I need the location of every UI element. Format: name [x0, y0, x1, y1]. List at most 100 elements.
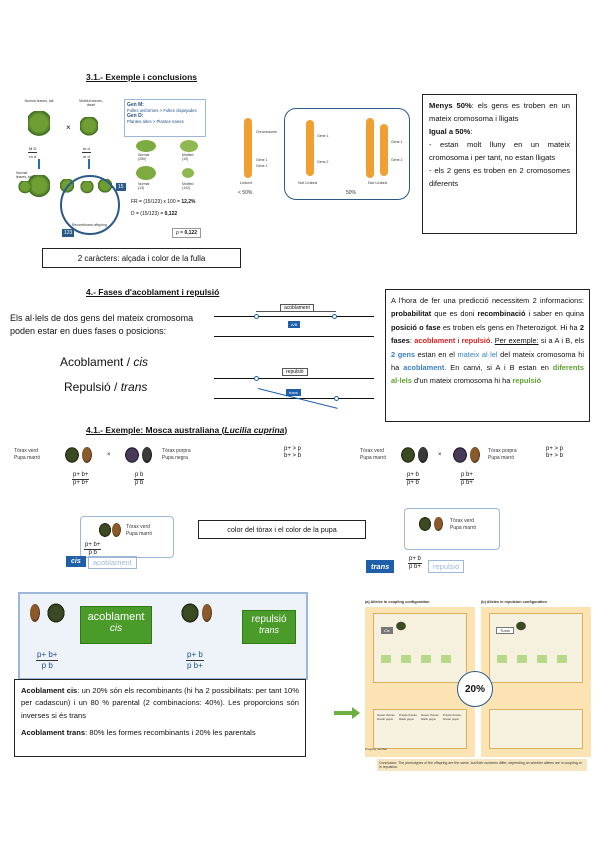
fly-right-child-trait-2: Pupa marró	[450, 525, 477, 531]
phase-diagram: acoblament A/B repulsió trans	[214, 300, 374, 415]
cross-arrow-right	[88, 159, 90, 169]
plant-cross-figure: Normal leaves, tall × Mottled leaves, dw…	[14, 95, 126, 237]
fly-right-trait-3: Tòrax porpra	[488, 448, 517, 454]
fly-right-cross-symbol: ×	[438, 452, 442, 458]
pct-circle: 20%	[457, 671, 493, 707]
summary-pupa-brown-icon	[30, 604, 40, 622]
leaf-label-3: Normal	[138, 182, 150, 186]
chromosome-unlinked-2b	[380, 124, 388, 176]
progeny-off-1: Green thorax, brown pupa	[377, 713, 396, 721]
fr-formula: FR = (15/123) x 100 = 12,2%	[131, 199, 196, 205]
acoblament-cis-green-tag: acoblament cis	[80, 606, 152, 644]
alleles-intro: Els al·lels de dos gens del mateix cromo…	[10, 313, 194, 336]
cis-tag: cis	[66, 556, 86, 567]
cis-blue-marker: A/B	[288, 321, 301, 328]
gene1-label-b: Gene 1	[317, 134, 329, 138]
gene2-label-a: Gene 2	[256, 164, 268, 168]
summary-cis-genotype: p+ b+p b	[36, 650, 59, 670]
p-formula: p = 0,122	[172, 228, 201, 238]
pupa-right-child-icon	[434, 517, 443, 531]
trans-tag: trans	[366, 560, 395, 573]
leaves-grid: Normal (280) Mottled (10) Normal (13) Mo…	[132, 138, 208, 194]
leaf-4	[182, 168, 194, 178]
pupa-brown-icon	[82, 447, 92, 463]
not-linked-label-2: Not Linked	[368, 180, 388, 185]
section-title-3-1: 3.1.- Exemple i conclusions	[86, 72, 198, 82]
coupling-repulsion-figure: (a) Alleles in coupling configuration (b…	[363, 599, 593, 787]
trans-dot-a	[254, 376, 259, 381]
line-cis-bottom	[214, 336, 374, 338]
green-arrow-icon	[334, 711, 354, 715]
progeny-table-b	[489, 709, 583, 749]
cis-heading: Acoblament / cis	[60, 355, 149, 369]
leaf-1	[136, 140, 156, 152]
not-linked-label-1: Not Linked	[298, 180, 318, 185]
linkage-figure: Chromosome Gene 1 Gene 2 Linked < 50% Ge…	[228, 108, 420, 200]
cross-arrow-left	[38, 159, 40, 169]
fly-green-thorax-icon	[64, 446, 80, 464]
caption-box-traits: 2 caràcters: alçada i color de la fulla	[42, 248, 241, 268]
summary-fly-green-icon-2	[180, 602, 200, 624]
gene-d-title: Gen D:	[127, 113, 144, 119]
fly-left-offspring-box	[80, 516, 174, 558]
gene1-label-c: Gene 1	[391, 140, 403, 144]
line-trans-top	[214, 378, 374, 380]
repulsio-trans-green-tag: repulsió trans	[242, 610, 296, 644]
chromosome-unlinked-2a	[366, 118, 374, 178]
plant-parent-2	[80, 117, 98, 139]
leaf-label-2: Mottled	[182, 153, 194, 157]
leaf-label-1: Normal	[138, 153, 150, 157]
cross-fig-gametes-a	[381, 655, 461, 663]
fly-left-trait-2: Pupa marró	[14, 455, 41, 461]
summary-cis-panel: acoblament cis p+ b+p b	[30, 602, 152, 676]
gene-m-title: Gen M:	[127, 102, 144, 108]
pupa-black-icon	[142, 447, 152, 463]
fly-cross-symbol: ×	[107, 452, 111, 458]
fly-right-trait-2: Pupa marró	[360, 455, 387, 461]
summary-pupa-brown-icon-2	[202, 604, 212, 622]
trans-heading: Repulsió / trans	[64, 380, 148, 394]
cis-dot-b	[332, 314, 337, 319]
recombinant-count-badge-1: 15	[116, 183, 126, 191]
cross-fig-flies-b	[513, 619, 529, 633]
plant-parent-1	[28, 111, 50, 141]
gene2-label-b: Gene 2	[317, 160, 329, 164]
fly-right-purple-icon	[452, 446, 468, 464]
cross-fig-title-a: (a) Alleles in coupling configuration	[365, 600, 430, 604]
trans-explanation: Acoblament trans: 80% les formes recombi…	[21, 728, 256, 738]
fly-cross-right: Tòrax verd Pupa marró × Tòrax porpra Pup…	[284, 444, 580, 579]
green-tag-repulsio: repulsió	[251, 614, 287, 625]
repulsio-tag: repulsió	[282, 368, 308, 376]
gene2-label-c: Gene 2	[391, 158, 403, 162]
trans-blue-marker: trans	[286, 389, 301, 396]
recombination-box: Acoblament cis: un 20% són els recombina…	[14, 679, 306, 757]
cis-explanation: Acoblament cis: un 20% són els recombina…	[21, 686, 299, 720]
leaf-label-4: Mottled	[182, 182, 194, 186]
green-tag-cis: cis	[109, 623, 123, 634]
recombinant-count-badge-2: 123	[62, 229, 75, 237]
pupa-child-icon	[112, 523, 121, 537]
fly-right-trait-1: Tòrax verd	[360, 448, 384, 454]
cross-fig-inner-b	[489, 613, 583, 683]
fly-child-icon	[98, 522, 112, 538]
acoblament-tag: acoblament	[280, 304, 314, 312]
fly-right-trait-4: Pupa marró	[488, 455, 515, 461]
leaf-count-1: (280)	[138, 157, 147, 161]
fifty-label: 50%	[346, 190, 357, 196]
equal-50-item-2: - els 2 gens es troben en 2 cromosomes d…	[429, 166, 570, 188]
gene-description-box: Gen M: Fulles uniformes > Fulles clapeja…	[124, 99, 206, 137]
linkage-explanation-box: Menys 50%: els gens es troben en un mate…	[422, 94, 577, 234]
fly-cross-left: Tòrax verd Pupa marró × Tòrax porpra Pup…	[14, 444, 196, 574]
cross-fig-title-b: (b) Alleles in repulsion configuration	[481, 600, 547, 604]
fly-right-green-icon	[400, 446, 416, 464]
fly-left-genotype-1: p+ b+p+ b+	[72, 472, 90, 486]
gene-d-text: Plantes altes > Plantes nanes	[127, 119, 184, 124]
chromosome-linked	[244, 118, 252, 178]
cis-dot-a	[254, 314, 259, 319]
cis-fig-tag: Cis	[381, 627, 393, 634]
